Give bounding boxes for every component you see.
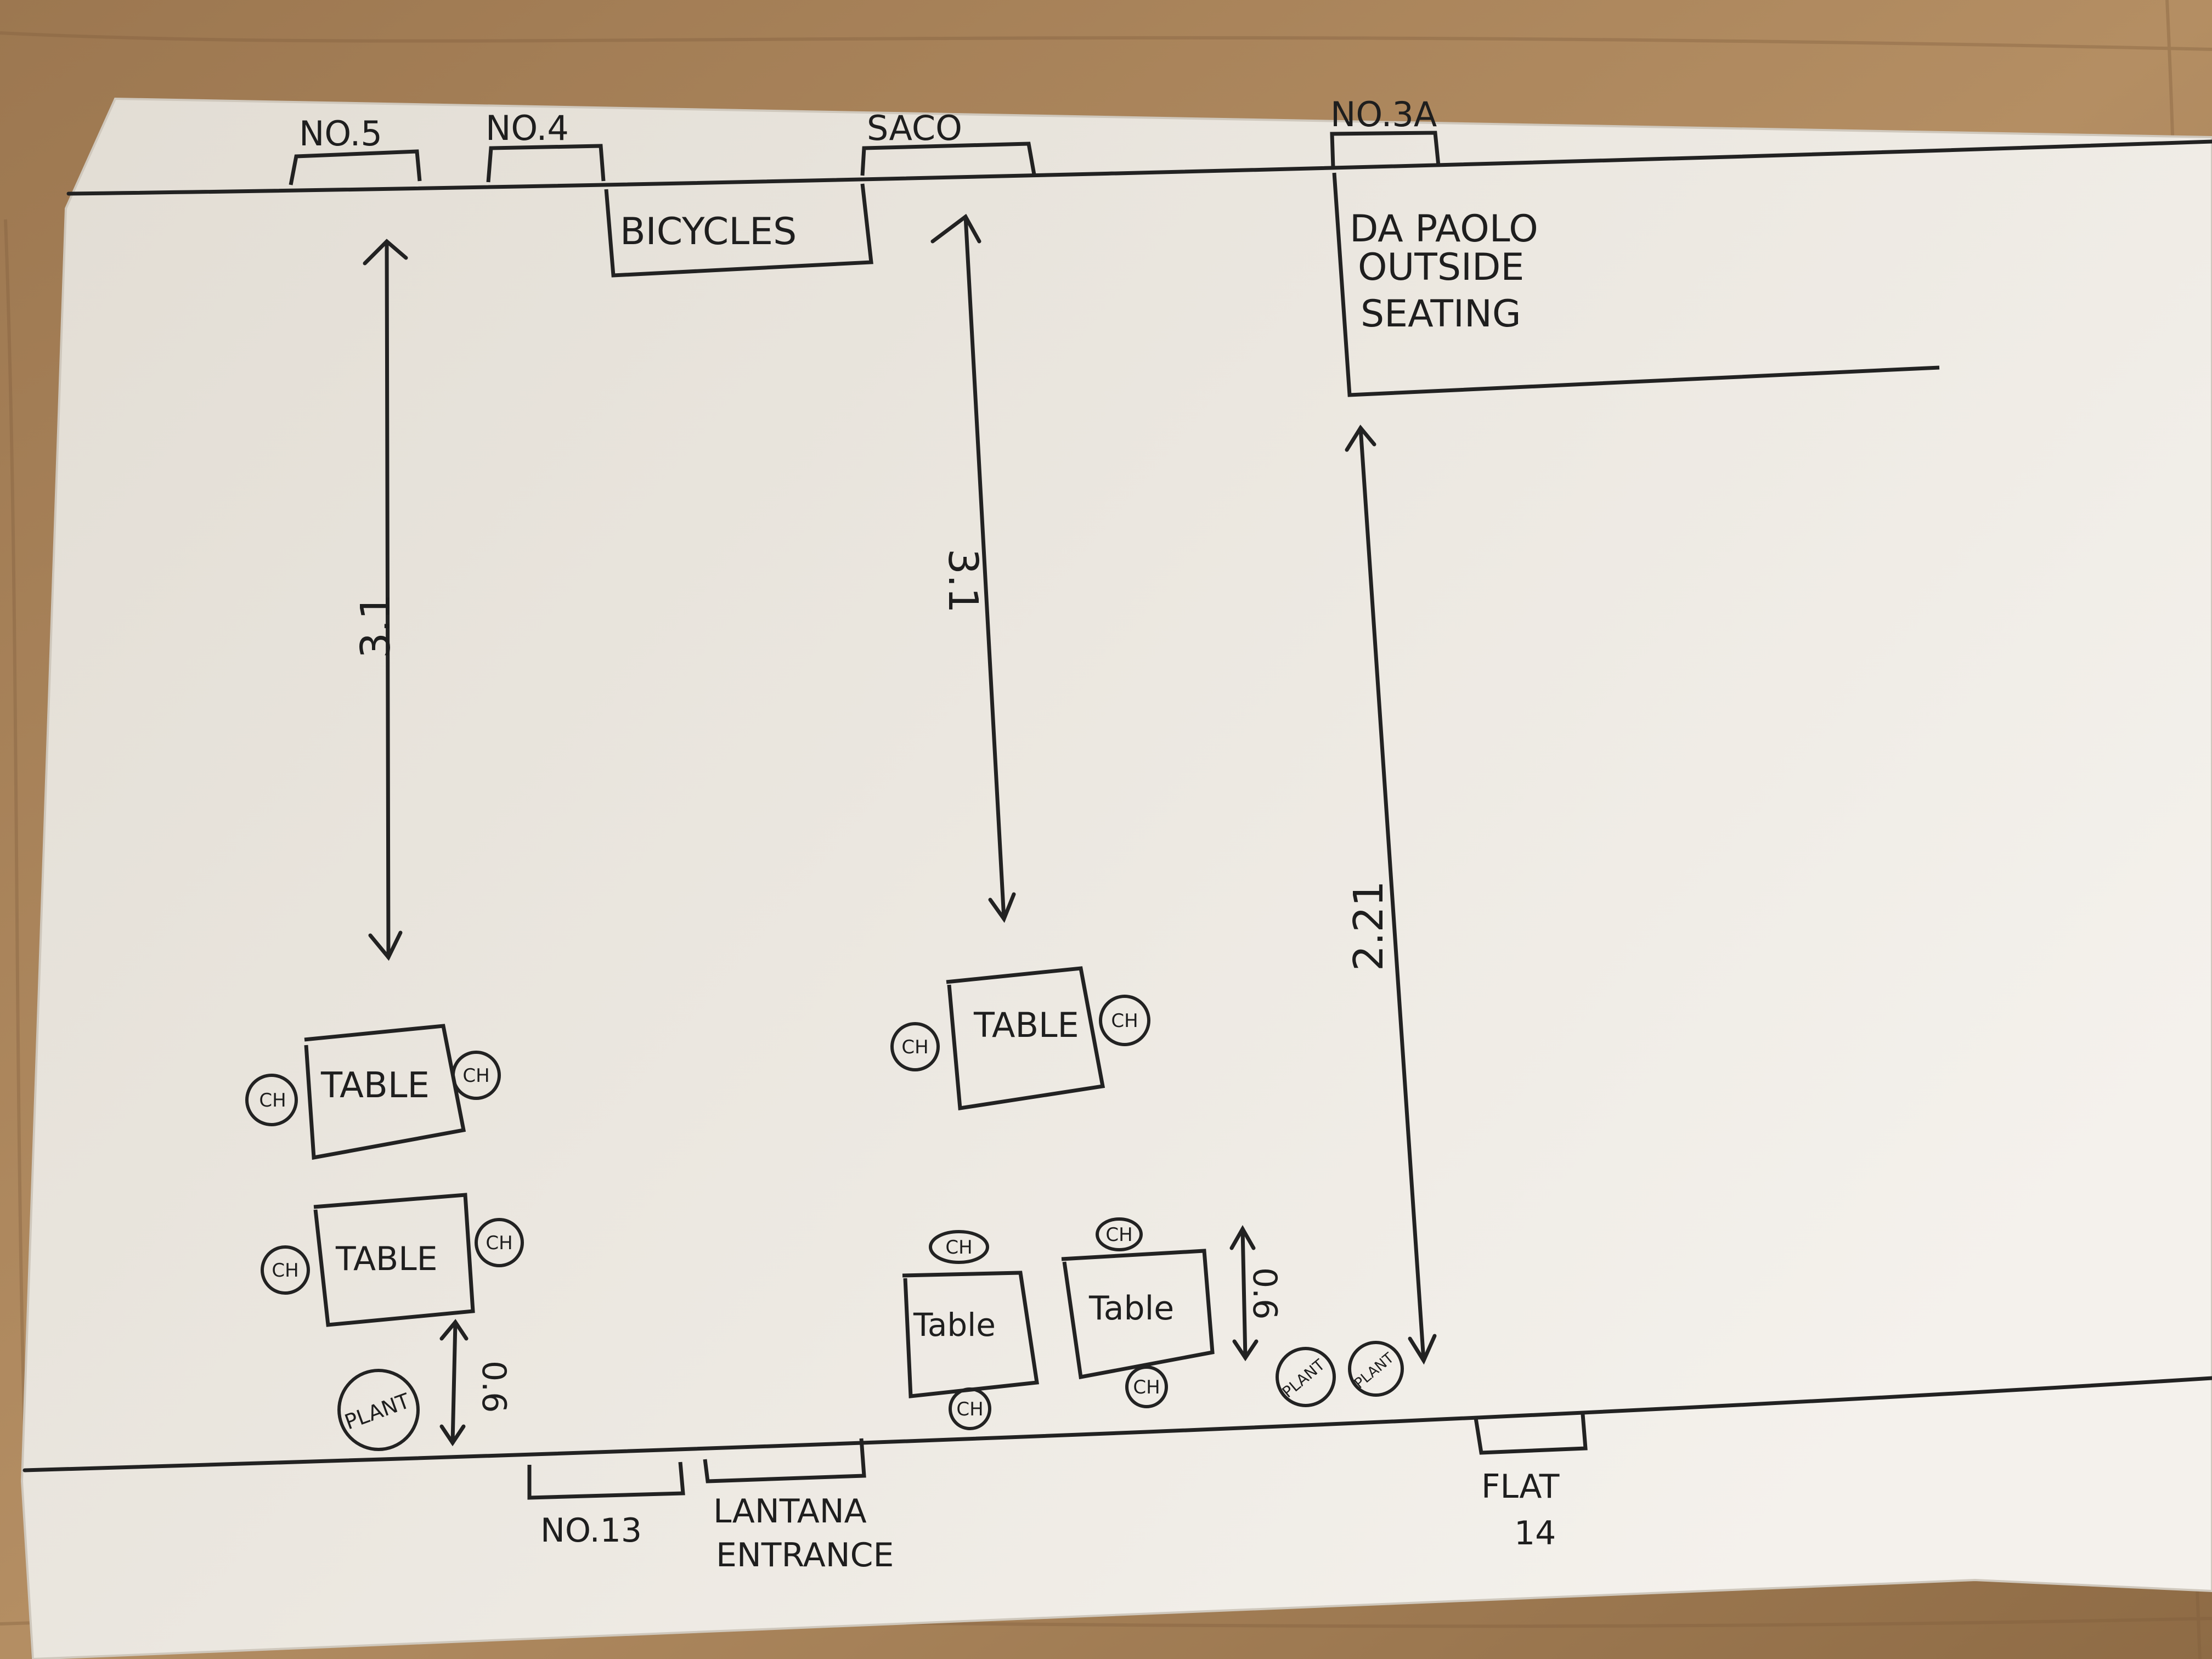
right-span-label: 2.21 <box>1345 881 1392 971</box>
label-flat-number: 14 <box>1514 1514 1556 1553</box>
label-no5: NO.5 <box>299 114 382 154</box>
chairs <box>245 995 1168 1430</box>
label-no13: NO.13 <box>540 1511 642 1550</box>
street-boundaries <box>22 139 2212 1472</box>
chair-t4-bottom-label: CH <box>956 1398 983 1420</box>
left-span-arrow <box>363 239 408 961</box>
chair-t3-left-label: CH <box>901 1036 928 1058</box>
middle-span-arrow <box>930 213 1016 923</box>
table-labels: TABLE TABLE TABLE Table Table <box>320 1005 1174 1344</box>
right-span-arrow <box>1345 425 1437 1365</box>
outside-seating-area: DA PAOLO OUTSIDE SEATING <box>1332 172 1940 397</box>
doorway-no13 <box>527 1462 685 1500</box>
chair-t3-right-label: CH <box>1111 1010 1138 1032</box>
doorway-no5 <box>289 149 422 185</box>
dimension-arrows <box>363 213 1437 1447</box>
doorway-no3a <box>1330 131 1441 168</box>
chair-t4-top-label: CH <box>945 1237 972 1259</box>
chair-t2-left-label: CH <box>272 1260 298 1282</box>
chair-t4-bottom <box>949 1387 991 1430</box>
chair-t5-top-label: CH <box>1105 1224 1132 1246</box>
seating-line-1: DA PAOLO <box>1350 207 1538 251</box>
chair-t2-right <box>475 1218 524 1267</box>
right-gap-arrow <box>1229 1224 1259 1362</box>
chair-t5-bottom <box>1125 1365 1168 1408</box>
chair-labels: CH CH CH CH CH CH CH CH CH CH <box>259 1010 1160 1420</box>
plant-p3 <box>1348 1341 1404 1397</box>
plant-p1 <box>337 1369 420 1451</box>
chair-t5-top <box>1096 1217 1143 1251</box>
table-t3-label: TABLE <box>973 1005 1079 1045</box>
chair-t1-right-label: CH <box>462 1065 489 1087</box>
chair-t2-right-label: CH <box>486 1232 512 1254</box>
right-gap-label: 0.6 <box>1245 1267 1284 1319</box>
seating-line-2: OUTSIDE <box>1358 246 1524 289</box>
doorway-no4 <box>486 144 606 183</box>
label-no3a: NO.3A <box>1330 94 1437 134</box>
left-gap-arrow <box>439 1319 469 1447</box>
table-t5-label: Table <box>1088 1289 1174 1328</box>
chair-t4-top <box>929 1230 989 1264</box>
tables <box>304 966 1215 1398</box>
chair-t1-left <box>245 1074 298 1126</box>
left-gap-label: 0.6 <box>475 1361 513 1413</box>
chair-t3-left <box>890 1022 940 1071</box>
bottom-doorway-labels: NO.13 LANTANA ENTRANCE FLAT 14 <box>540 1468 1560 1575</box>
plant-p2 <box>1276 1347 1336 1407</box>
table-t4-outline <box>902 1271 1040 1398</box>
label-lantana: LANTANA <box>713 1492 867 1531</box>
dimension-labels: 3.1 3.1 2.21 0.6 0.6 <box>352 549 1392 1413</box>
table-t1-label: TABLE <box>320 1065 430 1106</box>
chair-t5-bottom-label: CH <box>1133 1376 1160 1398</box>
paper-sheet <box>20 97 2212 1659</box>
table-t2-outline <box>313 1193 475 1327</box>
label-flat: FLAT <box>1481 1468 1560 1506</box>
top-doorway-labels: NO.5 NO.4 SACO NO.3A <box>299 94 1437 154</box>
seating-line-3: SEATING <box>1361 292 1521 336</box>
chair-t1-left-label: CH <box>259 1090 286 1111</box>
top-doorways <box>289 131 1441 185</box>
doorway-saco <box>860 142 1036 176</box>
bottom-boundary-line <box>22 1376 2212 1472</box>
chair-t3-right <box>1099 995 1150 1046</box>
table-t2-label: TABLE <box>335 1240 438 1278</box>
table-t5-outline <box>1061 1249 1215 1380</box>
bicycles-area: BICYCLES <box>604 183 873 278</box>
table-t3-outline <box>946 966 1105 1111</box>
doorway-flat14 <box>1474 1414 1588 1455</box>
middle-span-label: 3.1 <box>939 549 986 613</box>
chair-t1-right <box>452 1051 501 1100</box>
plants <box>337 1341 1404 1451</box>
left-span-label: 3.1 <box>352 594 399 658</box>
doorway-lantana <box>703 1438 866 1483</box>
table-t1-outline <box>304 1024 466 1160</box>
bicycles-label: BICYCLES <box>620 210 797 253</box>
bottom-doorways <box>527 1414 1588 1500</box>
table-t4-label: Table <box>913 1306 996 1344</box>
top-boundary-line <box>66 139 2212 196</box>
label-saco: SACO <box>867 108 962 148</box>
label-lantana-entrance: ENTRANCE <box>716 1536 894 1575</box>
chair-t2-left <box>261 1245 310 1295</box>
label-no4: NO.4 <box>486 108 569 148</box>
